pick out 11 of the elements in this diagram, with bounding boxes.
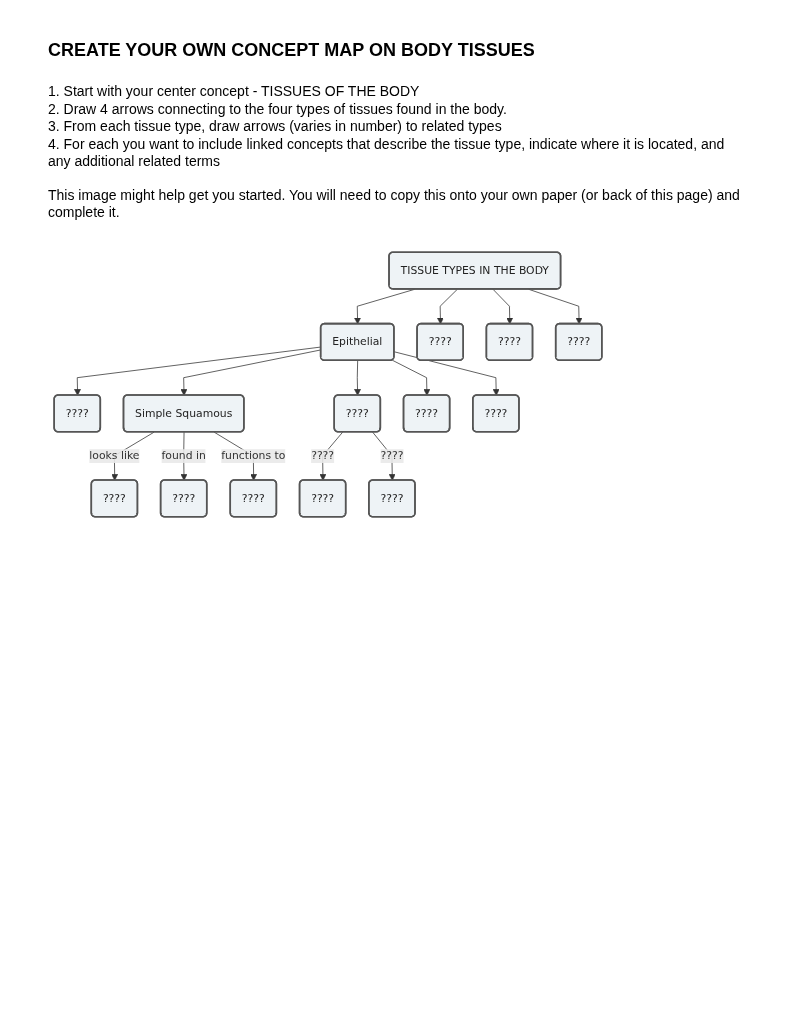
edge-label: found in [161, 448, 206, 461]
instruction-step: 3. From each tissue type, draw arrows (varies in number) to related types [48, 118, 743, 136]
instruction-step: 4. For each you want to include linked concepts that describe the tissue type, indicate where it is located, and any additional related terms [48, 135, 743, 171]
page-title: CREATE YOUR OWN CONCEPT MAP ON BODY TISSUES [48, 40, 536, 61]
edge-label: functions to [221, 448, 286, 461]
edge-label: looks like [89, 448, 140, 461]
instruction-step: 1. Start with your center concept - TISSUES OF THE BODY [48, 83, 743, 101]
edge-label: ???? [380, 448, 404, 461]
instruction-note: This image might help get you started. You will need to copy this onto your own paper (or back of this page) and complete it. [48, 186, 741, 222]
edge-label: ???? [311, 448, 335, 461]
instruction-step: 2. Draw 4 arrows connecting to the four types of tissues found in the body. [48, 100, 743, 118]
